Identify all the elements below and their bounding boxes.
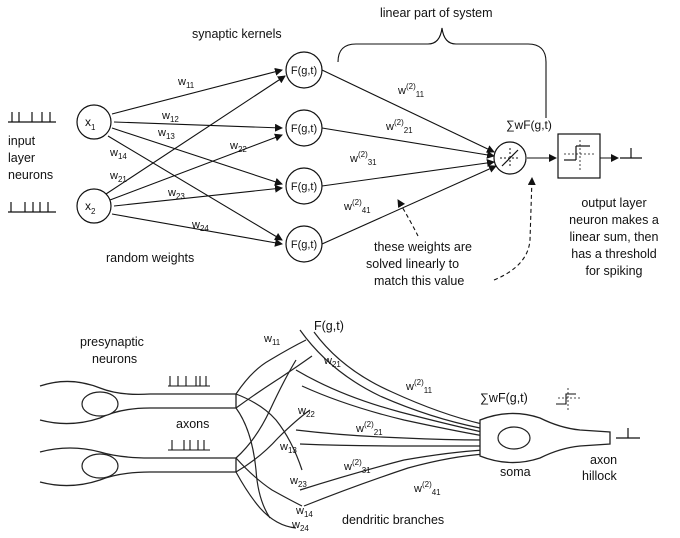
- presynaptic-cell-1: [39, 380, 237, 425]
- x2-subscript: 2: [91, 207, 96, 216]
- bottom-w11-label: w11: [263, 333, 281, 347]
- weights-note-line-2: solved linearly to: [366, 257, 459, 271]
- x1-subscript: 1: [91, 123, 96, 132]
- axon-hillock-line-2: hillock: [582, 469, 617, 483]
- kernel-1-label: F(g,t): [291, 65, 317, 77]
- kernel-4-label: F(g,t): [291, 239, 317, 251]
- w21-label: w21: [109, 170, 127, 184]
- x2-label: x: [85, 199, 91, 213]
- svg-text:x2: x2: [85, 199, 96, 216]
- kernel-node-2: F(g,t): [285, 109, 323, 147]
- bottom-w2-11-label: w(2)11: [405, 378, 433, 395]
- bottom-w2-31-label: w(2)31: [343, 458, 371, 475]
- axon-branches: [235, 339, 313, 529]
- axon-output-spike: [616, 428, 640, 439]
- w23-label: w23: [167, 187, 185, 201]
- linear-part-brace: [337, 27, 547, 118]
- output-weight-edges: [321, 69, 497, 245]
- threshold-box: [557, 133, 601, 179]
- bottom-w22-label: w22: [297, 405, 315, 419]
- bottom-w21-label: w21: [323, 355, 341, 369]
- input-node-x2: x2: [76, 188, 112, 224]
- x1-label: x: [85, 115, 91, 129]
- output-note-line-1: output layer: [581, 196, 646, 210]
- bottom-kernel-label: F(g,t): [314, 319, 344, 333]
- sum-node: [493, 141, 527, 175]
- dendritic-branches-label: dendritic branches: [342, 513, 444, 527]
- bottom-w24-label: w24: [291, 519, 309, 533]
- w2-41-label: w(2)41: [343, 198, 371, 215]
- bottom-w14-label: w14: [295, 505, 313, 519]
- presynaptic-cell-2: [39, 447, 237, 487]
- input-label-line-1: input: [8, 134, 36, 148]
- w2-21-label: w(2)21: [385, 118, 413, 135]
- match-value-arrow: [493, 177, 536, 281]
- dendritic-branch-lines: [295, 329, 487, 507]
- output-spike: [620, 148, 642, 159]
- input-spike-train-1: [8, 112, 56, 123]
- input-weight-edges: [105, 67, 286, 247]
- output-note-line-2: neuron makes a: [569, 213, 659, 227]
- w2-31-label: w(2)31: [349, 150, 377, 167]
- network-schematic: linear part of system synaptic kernels i…: [8, 6, 659, 288]
- presynaptic-label-line-1: presynaptic: [80, 335, 144, 349]
- w14-label: w14: [109, 147, 127, 161]
- output-note-line-5: for spiking: [586, 264, 643, 278]
- w13-label: w13: [157, 127, 175, 141]
- axon-spike-train-1: [168, 376, 210, 387]
- bottom-w23-label: w23: [289, 475, 307, 489]
- axon-hillock-line-1: axon: [590, 453, 617, 467]
- w11-label: w11: [177, 76, 195, 90]
- kernel-3-label: F(g,t): [291, 181, 317, 193]
- linear-part-title: linear part of system: [380, 6, 493, 20]
- synaptic-kernels-label: synaptic kernels: [192, 27, 282, 41]
- output-note-line-4: has a threshold: [571, 247, 657, 261]
- w24-label: w24: [191, 219, 209, 233]
- bottom-w2-41-label: w(2)41: [413, 480, 441, 497]
- axons-label: axons: [176, 417, 209, 431]
- input-spike-train-2: [8, 202, 56, 213]
- kernel-node-3: F(g,t): [285, 167, 323, 205]
- presynaptic-label-line-2: neurons: [92, 352, 137, 366]
- hillock-threshold-glyph: [556, 388, 580, 410]
- sum-label: ∑wF(g,t): [506, 118, 552, 132]
- w2-11-label: w(2)11: [397, 82, 425, 99]
- weights-note-line-3: match this value: [374, 274, 464, 288]
- kernel-2-label: F(g,t): [291, 123, 317, 135]
- weights-note-line-1: these weights are: [374, 240, 472, 254]
- biological-neuron-illustration: presynaptic neurons: [39, 319, 640, 533]
- weights-note-arrow: [397, 199, 419, 237]
- w22-label: w22: [229, 140, 247, 154]
- random-weights-label: random weights: [106, 251, 194, 265]
- soma-label: soma: [500, 465, 531, 479]
- bottom-w2-21-label: w(2)21: [355, 420, 383, 437]
- input-label-line-3: neurons: [8, 168, 53, 182]
- bottom-sum-label: ∑wF(g,t): [480, 391, 528, 405]
- bottom-w13-label: w13: [279, 441, 297, 455]
- svg-text:x1: x1: [85, 115, 96, 132]
- axon-spike-train-2: [168, 440, 210, 451]
- kernel-node-4: F(g,t): [285, 225, 323, 263]
- postsynaptic-soma: [479, 412, 611, 464]
- input-node-x1: x1: [76, 104, 112, 140]
- input-label-line-2: layer: [8, 151, 35, 165]
- kernel-node-1: F(g,t): [285, 51, 323, 89]
- w12-label: w12: [161, 110, 179, 124]
- output-note-line-3: linear sum, then: [570, 230, 659, 244]
